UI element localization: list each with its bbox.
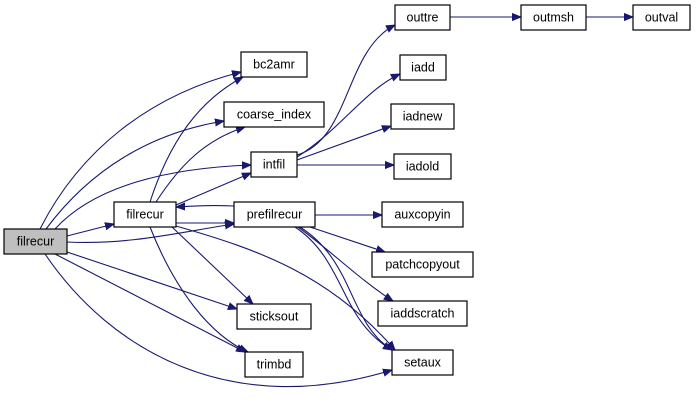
node-setaux[interactable]: setaux <box>391 349 454 376</box>
node-label: bc2amr <box>253 58 295 72</box>
node-outval[interactable]: outval <box>632 4 691 31</box>
edge-filrecur-trimbd <box>149 226 248 353</box>
node-label: sticksout <box>250 310 299 324</box>
node-label: intfil <box>263 158 285 172</box>
node-label: trimbd <box>257 358 292 372</box>
edge-root-sticksout <box>66 251 237 309</box>
node-label: prefilrecur <box>247 208 303 222</box>
edge-root-setaux <box>44 253 392 388</box>
node-label: coarse_index <box>237 108 312 122</box>
node-intfil[interactable]: intfil <box>250 151 298 178</box>
node-filrecur-root[interactable]: filrecur <box>3 228 68 255</box>
edge-prefilrecur-setaux <box>294 226 392 350</box>
node-auxcopyin[interactable]: auxcopyin <box>381 201 464 228</box>
node-label: iadd <box>411 61 435 75</box>
node-iaddscratch[interactable]: iaddscratch <box>377 300 468 327</box>
edge-root-intfil <box>54 165 251 230</box>
edge-intfil-outtre <box>296 25 395 156</box>
node-label: outval <box>645 11 678 25</box>
edge-filrecur-sticksout <box>171 226 253 304</box>
node-filrecur[interactable]: filrecur <box>113 201 177 228</box>
edge-prefilrecur-iaddscratch <box>297 226 393 301</box>
node-label: auxcopyin <box>394 208 450 222</box>
node-bc2amr[interactable]: bc2amr <box>240 51 308 78</box>
edge-intfil-iadd <box>296 74 400 158</box>
node-trimbd[interactable]: trimbd <box>244 351 304 378</box>
edge-prefilrecur-filrecur <box>176 206 235 207</box>
node-label: iadold <box>406 160 439 174</box>
node-patchcopyout[interactable]: patchcopyout <box>371 251 474 278</box>
node-label: iadnew <box>403 110 444 124</box>
node-prefilrecur[interactable]: prefilrecur <box>233 201 316 228</box>
node-coarse_index[interactable]: coarse_index <box>223 101 325 128</box>
edge-filrecur-setaux <box>175 225 395 350</box>
node-iadnew[interactable]: iadnew <box>390 103 455 130</box>
edge-filrecur-bc2amr <box>149 77 243 203</box>
node-outtre[interactable]: outtre <box>394 4 451 31</box>
edge-prefilrecur-setaux-2 <box>299 226 393 351</box>
edge-prefilrecur-patchcopyout <box>309 226 385 252</box>
edge-root-bc2amr <box>39 72 241 230</box>
edge-intfil-iadnew <box>296 126 391 161</box>
node-iadold[interactable]: iadold <box>393 153 452 180</box>
node-label: setaux <box>404 356 442 370</box>
node-sticksout[interactable]: sticksout <box>236 303 312 330</box>
node-label: filrecur <box>126 208 164 222</box>
node-label: outmsh <box>533 11 574 25</box>
node-label: outtre <box>407 11 439 25</box>
edge-filrecur-coarse_index <box>155 127 245 203</box>
edge-root-trimbd <box>54 253 245 352</box>
node-label: filrecur <box>17 235 55 249</box>
node-outmsh[interactable]: outmsh <box>520 4 587 31</box>
node-iadd[interactable]: iadd <box>399 54 447 81</box>
node-label: iaddscratch <box>391 307 455 321</box>
edge-root-coarse_index <box>45 121 224 230</box>
node-label: patchcopyout <box>385 258 460 272</box>
edge-filrecur-intfil <box>175 172 251 206</box>
edge-root-filrecur <box>66 224 114 237</box>
